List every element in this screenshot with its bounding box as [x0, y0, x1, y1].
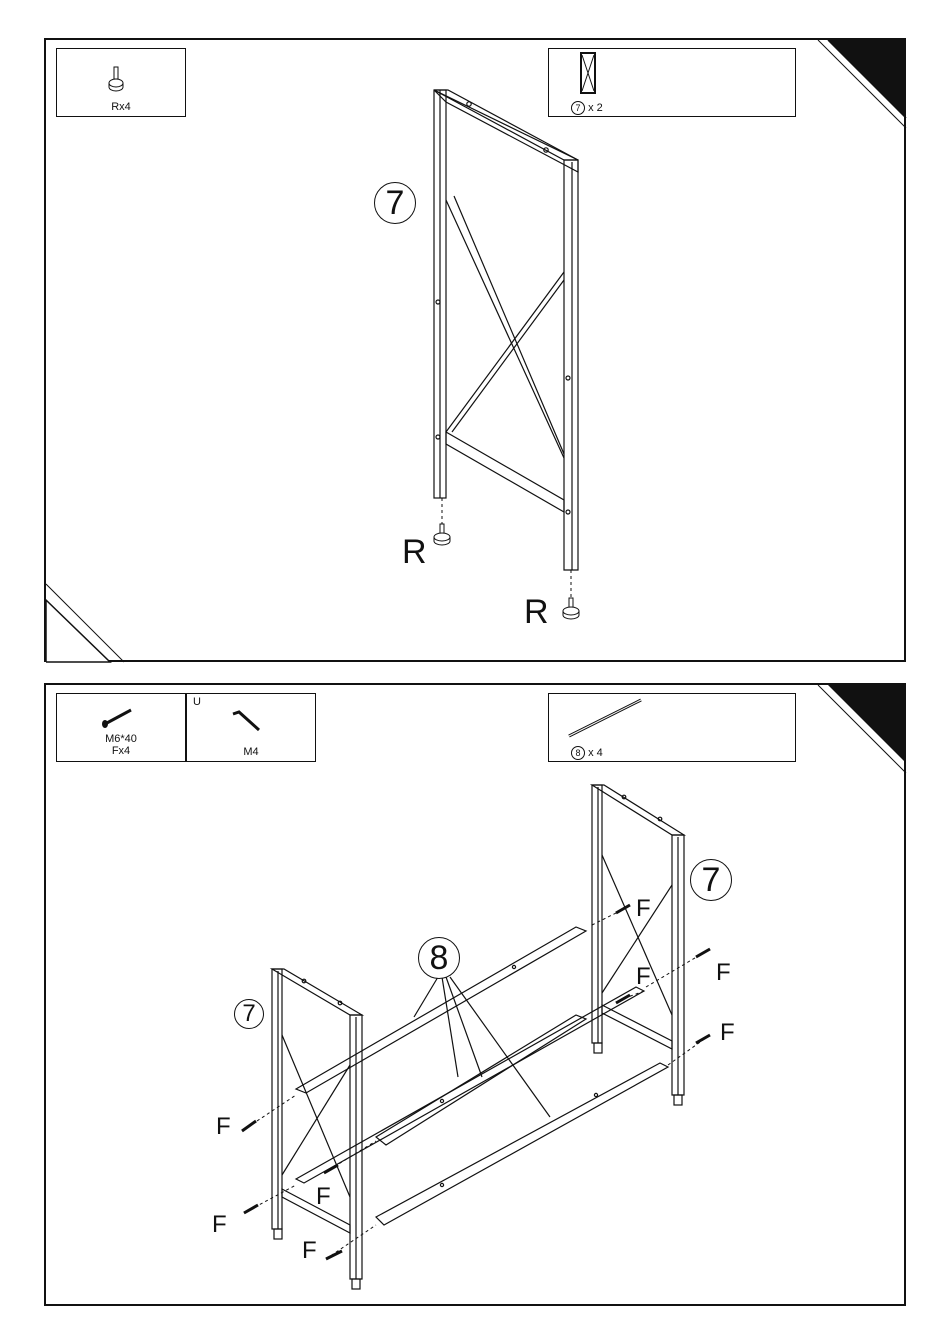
step-2-panel: M6*40 Fx4 U M4 8 x 4 — [44, 683, 906, 1306]
step-2-drawing — [46, 685, 908, 1308]
screw-label-f-6: F — [316, 1185, 331, 1209]
screw-label-f-8: F — [302, 1239, 317, 1263]
foot-label-r-left: R — [402, 538, 427, 566]
frame-7-drawing — [434, 90, 578, 570]
left-frame-drawing — [272, 969, 362, 1279]
right-frame-drawing — [592, 785, 684, 1095]
screw-label-f-1: F — [636, 897, 651, 921]
frame-number-7: 7 — [374, 182, 416, 224]
screw-label-f-4: F — [720, 1021, 735, 1045]
foot-label-r-right: R — [524, 598, 549, 626]
step-1-panel: Rx4 7 x 2 — [44, 38, 906, 662]
bar-number-8: 8 — [418, 937, 460, 979]
step-1-drawing — [46, 40, 908, 664]
frame-number-7-right: 7 — [690, 859, 732, 901]
screw-label-f-3: F — [636, 965, 651, 989]
foot-pad-right — [563, 598, 579, 619]
screw-label-f-2: F — [716, 961, 731, 985]
frame-number-7-left: 7 — [234, 999, 264, 1029]
foot-pad-left — [434, 524, 450, 545]
screw-label-f-7: F — [212, 1213, 227, 1237]
corner-mark-bottom-left — [46, 600, 110, 662]
screws-drawing — [242, 905, 710, 1259]
screw-label-f-5: F — [216, 1115, 231, 1139]
corner-mark-top-right — [828, 685, 906, 763]
